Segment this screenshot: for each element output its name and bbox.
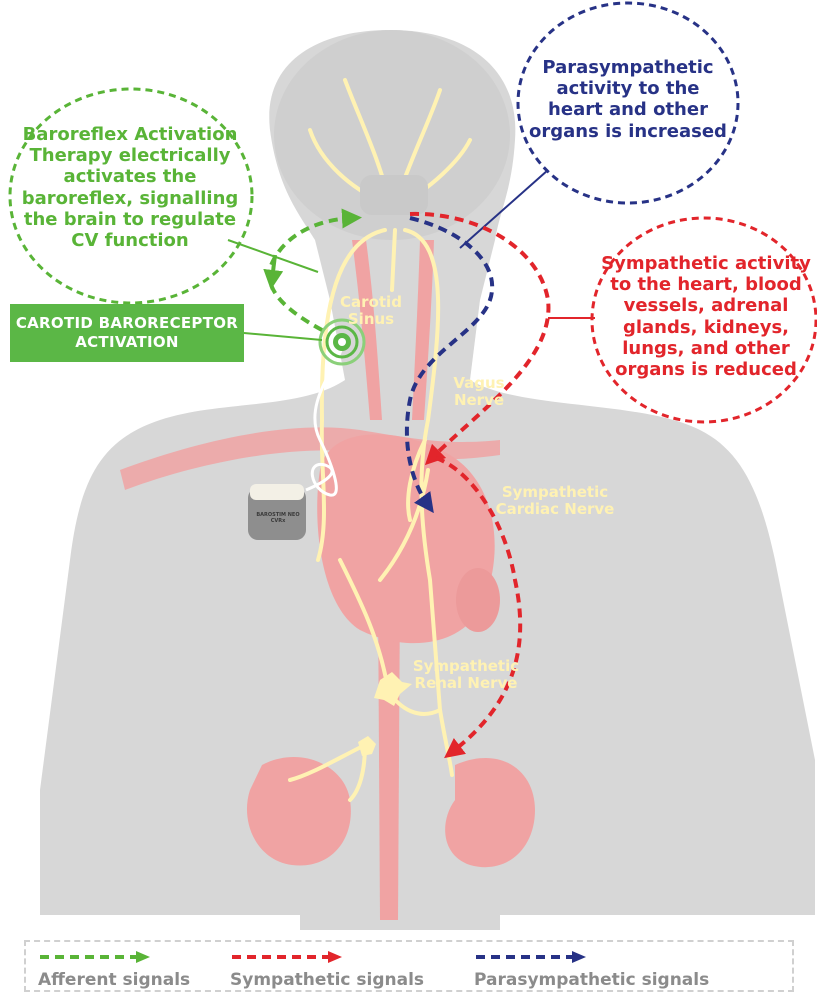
carotid-activation-box: CAROTID BARORECEPTOR ACTIVATION	[10, 304, 244, 362]
sympathetic-activity-text: Sympathetic activity to the heart, blood…	[592, 253, 817, 380]
afferent-legend-arrow	[38, 950, 158, 964]
legend-label: Sympathetic signals	[230, 970, 424, 990]
carotid-box-leader	[244, 333, 322, 340]
sympathetic-legend-arrow	[230, 950, 350, 964]
carotid-activation-text: CAROTID BARORECEPTOR ACTIVATION	[10, 314, 244, 352]
vagus-nerve-label: Vagus Nerve	[447, 375, 511, 408]
sympathetic-cardiac-nerve-label: Sympathetic Cardiac Nerve	[488, 484, 622, 517]
sympathetic-renal-nerve-label: Sympathetic Renal Nerve	[404, 658, 528, 691]
parasympathetic-activity-text: Parasympathetic activity to the heart an…	[528, 57, 728, 142]
legend-item-sympathetic: Sympathetic signals	[230, 948, 460, 992]
carotid-sinus-label: Carotid Sinus	[336, 294, 406, 327]
baroreflex-therapy-text: Baroreflex Activation Therapy electrical…	[14, 124, 246, 251]
legend-item-afferent: Afferent signals	[38, 948, 238, 992]
parasympathetic-legend-arrow	[474, 950, 594, 964]
legend: Afferent signals Sympathetic signals Par…	[24, 940, 794, 992]
legend-label: Parasympathetic signals	[474, 970, 709, 990]
heart-lobe	[456, 568, 500, 632]
device-header	[250, 484, 304, 500]
device-brand-text: BAROSTIM NEO CVRx	[252, 512, 304, 524]
brainstem	[360, 175, 428, 215]
left-kidney	[247, 757, 351, 865]
legend-item-parasympathetic: Parasympathetic signals	[474, 948, 774, 992]
legend-label: Afferent signals	[38, 970, 190, 990]
